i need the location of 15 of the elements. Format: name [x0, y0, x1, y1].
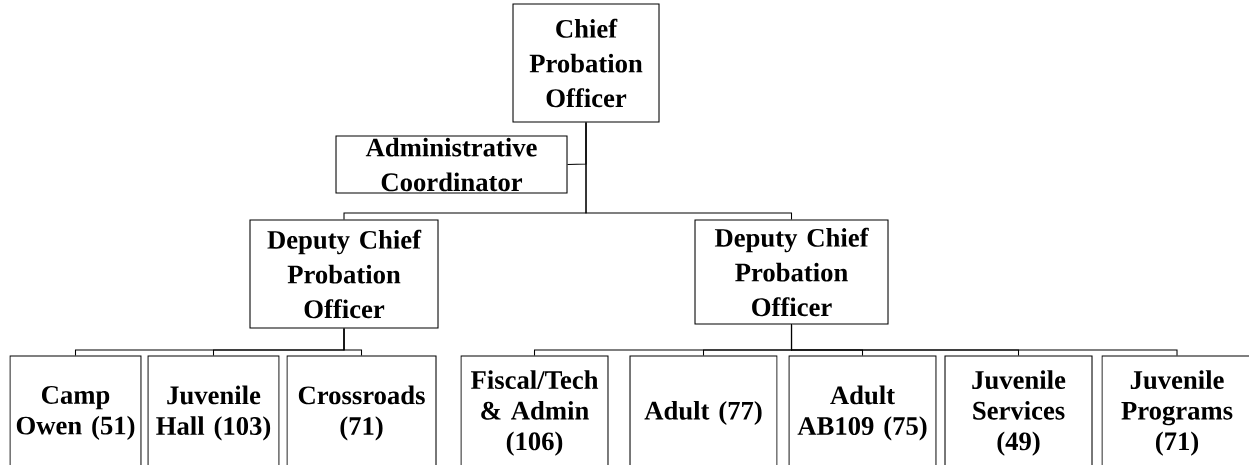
org-box: Juvenile Services (49) [944, 355, 1093, 465]
org-box: Deputy Chief Probation Officer [694, 219, 889, 325]
org-box: Deputy Chief Probation Officer [249, 219, 439, 329]
connector-line [343, 328, 363, 356]
org-box: Administrative Coordinator [335, 135, 568, 194]
org-box: Juvenile Programs (71) [1101, 355, 1249, 465]
org-box: Adult AB109 (75) [788, 355, 937, 465]
org-box: Fiscal/Tech & Admin (106) [460, 355, 609, 465]
org-box: Crossroads (71) [286, 355, 437, 465]
org-box: Camp Owen (51) [9, 355, 142, 465]
connector-line [790, 324, 1178, 356]
org-box: Adult (77) [629, 355, 778, 465]
org-box: Chief Probation Officer [512, 3, 660, 123]
org-box: Juvenile Hall (103) [147, 355, 280, 465]
connector-line [585, 122, 793, 220]
